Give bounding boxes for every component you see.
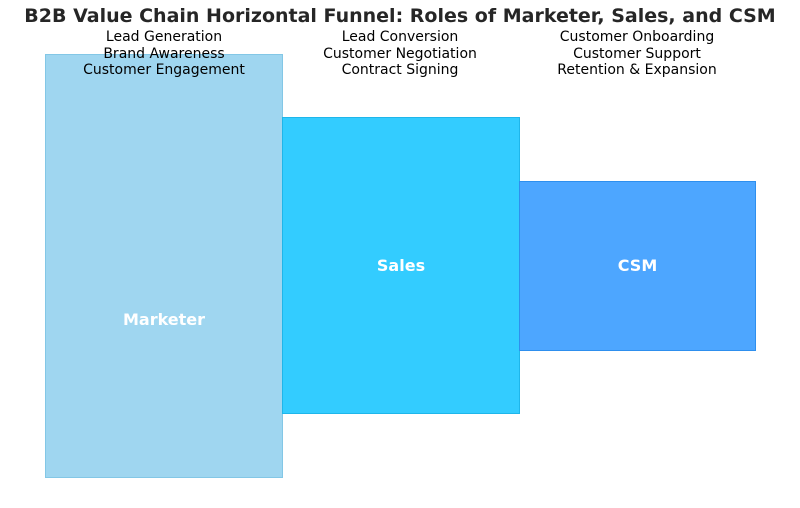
roles-list-csm: Customer Onboarding Customer Support Ret… [507,29,767,79]
funnel-stage-csm: CSM [519,181,756,351]
role-item: Lead Generation [105,29,223,45]
funnel-stage-marketer: Marketer [45,54,283,478]
funnel-stage-sales: Sales [282,117,520,414]
stage-label-marketer: Marketer [122,310,206,329]
role-item: Customer Onboarding [559,29,715,45]
roles-list-marketer: Lead Generation Brand Awareness Customer… [34,29,294,79]
stage-label-sales: Sales [376,256,426,275]
stage-label-csm: CSM [617,256,658,275]
role-item: Customer Support [573,45,701,62]
role-item: Lead Conversion [341,29,459,45]
role-item: Retention & Expansion [557,62,717,78]
role-item: Brand Awareness [103,45,225,62]
role-item: Customer Engagement [83,62,245,78]
role-item: Contract Signing [341,62,459,78]
role-item: Customer Negotiation [323,45,477,62]
roles-list-sales: Lead Conversion Customer Negotiation Con… [270,29,530,79]
diagram-title: B2B Value Chain Horizontal Funnel: Roles… [24,5,776,27]
